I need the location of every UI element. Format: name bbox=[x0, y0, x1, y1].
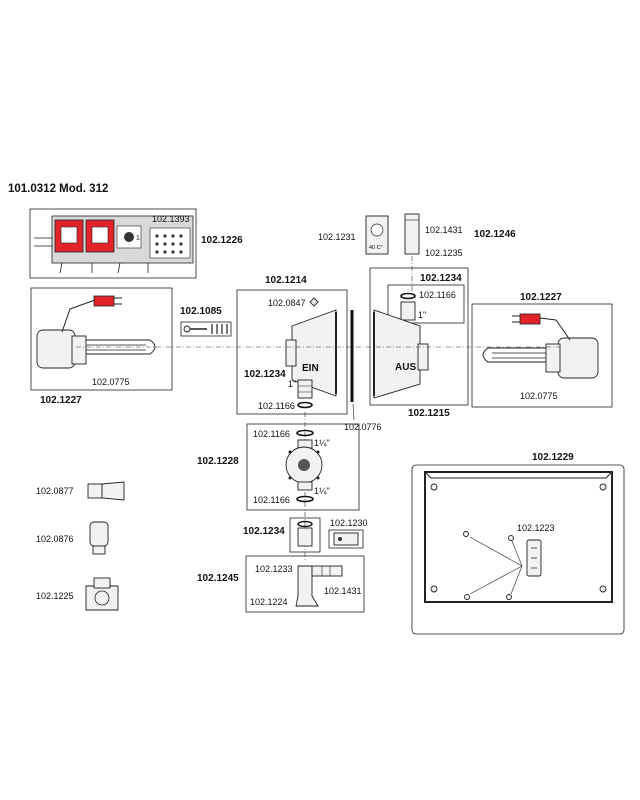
thermometer-assembly: 102.1231 40 C° 102.1431 102.1235 102.124… bbox=[318, 213, 516, 296]
label-102-0847: 102.0847 bbox=[268, 298, 306, 308]
label-102-1245: 102.1245 bbox=[197, 573, 239, 584]
air-vent-parts: 102.0877 102.0876 102.1225 bbox=[36, 481, 125, 611]
label-one-inch-b: 1" bbox=[418, 310, 426, 320]
label-102-1223: 102.1223 bbox=[517, 523, 555, 533]
thermometer-scale-text: 40 C° bbox=[369, 245, 383, 251]
label-102-1231: 102.1231 bbox=[318, 232, 356, 242]
outlet-housing-body bbox=[373, 309, 421, 399]
gasket-ring: 102.0776 bbox=[344, 310, 382, 432]
label-102-1166-left: 102.1166 bbox=[258, 401, 295, 411]
air-vent-pot bbox=[89, 521, 109, 547]
label-102-1225: 102.1225 bbox=[36, 591, 74, 601]
label-102-1234-mid: 102.1234 bbox=[243, 526, 285, 537]
label-102-1229: 102.1229 bbox=[532, 452, 574, 463]
outlet-nipple-box bbox=[387, 284, 465, 324]
pump-box bbox=[246, 423, 360, 511]
label-102-0776: 102.0776 bbox=[344, 422, 382, 432]
label-102-0775-right: 102.0775 bbox=[520, 391, 558, 401]
label-102-0877: 102.0877 bbox=[36, 486, 74, 496]
label-102-1166-pump-bottom: 102.1166 bbox=[253, 495, 290, 505]
diagram-title: 101.0312 Mod. 312 bbox=[8, 183, 108, 195]
vent-screw bbox=[309, 297, 319, 307]
heating-element-left: 102.0775 102.1227 bbox=[30, 287, 173, 406]
heater-right-head bbox=[557, 337, 599, 379]
label-102-1166-right: 102.1166 bbox=[419, 290, 456, 300]
knob-marking: 1 bbox=[136, 235, 140, 242]
heater-left-box bbox=[30, 287, 173, 391]
check-valve bbox=[85, 585, 119, 611]
fitting-box bbox=[245, 555, 365, 613]
inlet-housing-box bbox=[236, 289, 348, 415]
control-panel-box bbox=[29, 208, 197, 279]
label-102-1246: 102.1246 bbox=[474, 229, 516, 240]
heating-element-right: 102.1227 102.0775 bbox=[471, 292, 613, 408]
inlet-label-ein: EIN bbox=[302, 363, 319, 374]
heater-left-head bbox=[36, 329, 76, 369]
label-one-quarter-bottom: 1¼" bbox=[314, 486, 330, 496]
label-102-1431-top: 102.1431 bbox=[425, 225, 463, 235]
label-102-1234-right: 102.1234 bbox=[420, 273, 462, 284]
label-one-inch-a: 1" bbox=[288, 379, 296, 389]
sensor-sleeve bbox=[404, 213, 420, 255]
air-vent-valve bbox=[101, 481, 125, 501]
label-102-0876: 102.0876 bbox=[36, 534, 74, 544]
heater-right-plug bbox=[519, 313, 541, 325]
heater-right-box bbox=[471, 303, 613, 408]
outlet-housing-assembly: 102.1234 102.1166 1" AUS 102.1215 bbox=[369, 267, 469, 419]
label-102-1215: 102.1215 bbox=[408, 408, 450, 419]
label-102-1227-right: 102.1227 bbox=[520, 292, 562, 303]
inlet-nipple bbox=[297, 379, 313, 399]
switch-face-left bbox=[60, 226, 78, 244]
label-102-0775-left: 102.0775 bbox=[92, 377, 130, 387]
cover-panel-assembly: 102.1229 102.1223 bbox=[411, 452, 625, 635]
fitting-assembly: 102.1245 102.1233 102.1431 102.1224 bbox=[197, 555, 365, 613]
label-102-1166-pump-top: 102.1166 bbox=[253, 429, 290, 439]
pump-assembly: 102.1228 102.1166 1¼" 1¼" 102.1166 bbox=[197, 423, 360, 511]
label-102-1393: 102.1393 bbox=[152, 214, 190, 224]
label-one-quarter-top: 1¼" bbox=[314, 438, 330, 448]
control-panel-assembly: 1 102.1393 102.1226 bbox=[29, 208, 243, 279]
label-102-1226: 102.1226 bbox=[201, 235, 243, 246]
label-102-1227-left: 102.1227 bbox=[40, 395, 82, 406]
outlet-nipple bbox=[400, 301, 416, 321]
label-102-1235: 102.1235 bbox=[425, 248, 463, 258]
nipple-and-flow-switch: 102.1234 102.1230 bbox=[243, 517, 368, 553]
label-102-1214: 102.1214 bbox=[265, 275, 307, 286]
label-102-1230: 102.1230 bbox=[330, 518, 368, 528]
label-102-1431-bottom: 102.1431 bbox=[324, 586, 362, 596]
switch-face-right bbox=[91, 226, 109, 244]
outlet-label-aus: AUS bbox=[395, 362, 416, 373]
terminal-screws bbox=[155, 234, 183, 254]
mid-nipple bbox=[297, 527, 313, 547]
label-102-1224: 102.1224 bbox=[250, 597, 288, 607]
label-102-1233: 102.1233 bbox=[255, 564, 293, 574]
label-102-1234-left: 102.1234 bbox=[244, 369, 286, 380]
cover-panel bbox=[424, 471, 613, 603]
inlet-housing-assembly: 102.1214 102.0847 EIN 102.1234 1" 102.11… bbox=[236, 275, 348, 415]
heater-left-plug bbox=[93, 295, 115, 307]
thermostat-knob bbox=[124, 232, 134, 242]
flow-switch bbox=[333, 532, 359, 546]
label-102-1085: 102.1085 bbox=[180, 306, 222, 317]
cover-box bbox=[411, 464, 625, 635]
outlet-housing-box bbox=[369, 267, 469, 406]
mounting-bolts: 102.1085 bbox=[180, 306, 232, 337]
label-102-1228: 102.1228 bbox=[197, 456, 239, 467]
